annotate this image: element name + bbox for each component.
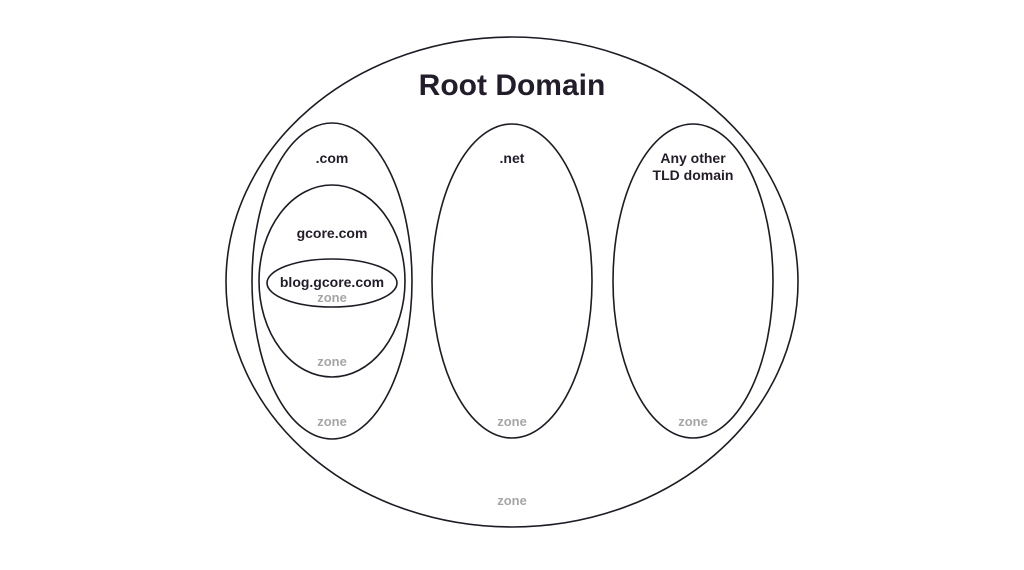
blog-gcore-com-ellipse (266, 258, 398, 308)
root-domain-ellipse (225, 36, 799, 528)
tld-com-label: .com (316, 150, 349, 166)
tld-net-ellipse (431, 123, 593, 439)
gcore-com-ellipse (258, 184, 406, 378)
root-zone-label: zone (497, 493, 527, 508)
tld-net-zone-label: zone (497, 414, 527, 429)
blog-gcore-com-label: blog.gcore.com (280, 274, 384, 290)
tld-other-label-line1: Any other (660, 150, 726, 166)
tld-other-ellipse (612, 123, 774, 439)
tld-net-label: .net (500, 150, 525, 166)
tld-com-zone-label: zone (317, 414, 347, 429)
gcore-com-label: gcore.com (297, 225, 368, 241)
blog-gcore-com-zone-label: zone (317, 290, 347, 305)
root-domain-title: Root Domain (419, 69, 606, 102)
tld-other-zone-label: zone (678, 414, 708, 429)
gcore-com-zone-label: zone (317, 354, 347, 369)
tld-com-ellipse (251, 122, 413, 440)
tld-other-label-line2: TLD domain (653, 167, 734, 183)
